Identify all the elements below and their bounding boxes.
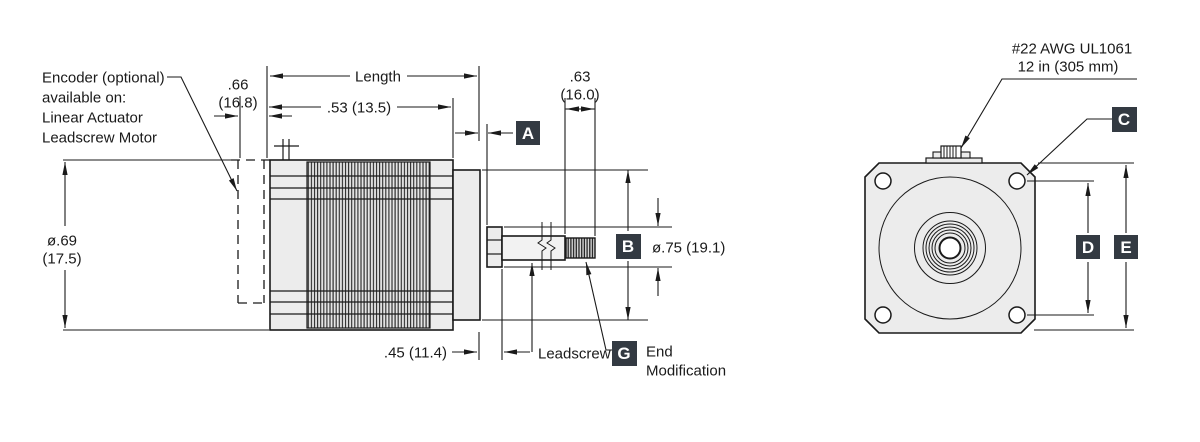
ref-label-g-box [612,341,637,366]
side-view: Encoder (optional) available on: Linear … [42,66,726,379]
front-view: #22 AWG UL1061 12 in (305 mm) C D E [864,40,1138,334]
dim-shaft-in: .63 [570,68,591,85]
side-view-texts: Encoder (optional) available on: Linear … [42,68,726,379]
leadscrew-label: Leadscrew [538,345,611,362]
encoder-note-line3: Linear Actuator [42,109,143,126]
ref-label-c-box [1112,107,1137,132]
mounting-hole-bottom-right [1008,306,1026,324]
ref-label-b-box [616,234,641,259]
shaft-assembly [486,222,596,270]
threaded-end [565,237,596,259]
dim-encoder-mm: (16.8) [218,94,257,111]
ref-label-a-box [516,121,540,145]
wire-connector [925,145,983,164]
mounting-hole-bottom-left [874,306,892,324]
ref-label-e: E [1120,238,1131,257]
shaft-center-hole [938,236,962,260]
encoder-note-line1: Encoder (optional) [42,69,165,86]
encoder-outline-dashed [231,159,270,304]
extension-lines [63,66,672,360]
motor-leads [274,139,299,160]
ref-label-c: C [1118,110,1130,129]
front-flange [452,169,481,321]
dim-pilot-depth: .45 (11.4) [384,344,447,361]
wire-note-line2: 12 in (305 mm) [1018,58,1119,75]
ref-label-g: G [617,344,630,363]
leadscrew-end-rings [922,220,978,276]
motor-body-circle [878,176,1022,320]
dim-shaft-mm: (16.0) [560,86,599,103]
wire-leader [960,78,1137,149]
encoder-note-line2: available on: [42,89,126,106]
ref-labels-side: A B G [516,121,641,366]
dim-body-length: .53 (13.5) [327,99,391,116]
motor-body [269,139,481,331]
ref-label-b: B [622,237,634,256]
encoder-note-line4: Leadscrew Motor [42,129,157,146]
ref-label-d-box [1076,235,1100,259]
dim-boss-dia: ø.75 (19.1) [652,239,725,256]
front-extension-lines [1027,162,1134,331]
laminated-stack [306,161,431,329]
front-view-texts: #22 AWG UL1061 12 in (305 mm) [1012,40,1132,75]
mounting-hole-top-right [1008,172,1026,190]
encoder-leader [167,76,238,192]
front-dimension-lines [960,78,1137,328]
dim-encoder-in: .66 [228,76,249,93]
wire-note-line1: #22 AWG UL1061 [1012,40,1132,57]
mounting-holes [874,172,1026,324]
end-mod-line1: End [646,343,673,360]
pilot-boss-circle [914,212,986,284]
mounting-hole-top-left [874,172,892,190]
c-leader [1026,118,1112,176]
dimension-lines [62,73,661,355]
dim-body-dia-mm: (17.5) [42,250,81,267]
end-mod-line2: Modification [646,362,726,379]
shaft-break-lines [537,222,556,270]
lamination-bands [270,175,453,315]
ref-labels-front: C D E [1076,107,1138,259]
ref-label-d: D [1082,238,1094,257]
dim-length-label: Length [355,68,401,85]
dim-body-dia-in: ø.69 [47,232,77,249]
end-modification-leader [585,261,612,351]
ref-label-a: A [522,124,534,143]
shaft-bushing [486,226,503,268]
ref-label-e-box [1114,235,1138,259]
